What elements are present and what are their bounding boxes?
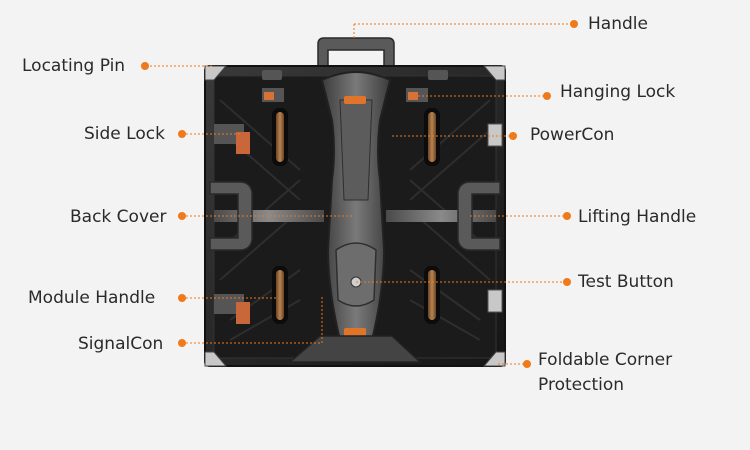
back-cover-spine: [320, 70, 392, 341]
dot-module-handle: [178, 294, 186, 302]
dot-back-cover: [178, 212, 186, 220]
side-lifting-handles: [209, 181, 501, 251]
label-module-handle: Module Handle: [28, 288, 156, 308]
side-locks: [214, 124, 250, 324]
label-signalcon: SignalCon: [78, 334, 164, 354]
powercon-connectors: [487, 123, 503, 313]
dot-locating-pin: [141, 62, 149, 70]
label-corner-line2: Protection: [538, 375, 625, 395]
callout-dots: [141, 20, 578, 368]
dot-corner: [523, 360, 531, 368]
leader-lines: [146, 23, 572, 365]
label-handle: Handle: [588, 14, 648, 34]
dot-side-lock: [178, 130, 186, 138]
label-powercon: PowerCon: [530, 125, 615, 145]
dot-test-button: [563, 278, 571, 286]
label-back-cover: Back Cover: [70, 207, 167, 227]
dot-signalcon: [178, 339, 186, 347]
dot-hanging-lock: [543, 92, 551, 100]
cabinet-ribs: [219, 99, 491, 341]
leader-handle: [353, 23, 572, 38]
label-side-lock: Side Lock: [84, 124, 165, 144]
dot-powercon: [509, 132, 517, 140]
dot-lifting-handle: [563, 212, 571, 220]
label-foldable-corner-protection: Foldable Corner Protection: [538, 348, 738, 398]
leader-signalcon: [182, 296, 323, 344]
corner-protections: [204, 65, 506, 367]
label-lifting-handle: Lifting Handle: [578, 207, 697, 227]
label-corner-line1: Foldable Corner: [538, 350, 673, 370]
hanging-locks: [262, 70, 448, 102]
label-test-button: Test Button: [578, 272, 674, 292]
label-locating-pin: Locating Pin: [22, 56, 126, 76]
label-hanging-lock: Hanging Lock: [560, 82, 676, 102]
dot-handle: [570, 20, 578, 28]
